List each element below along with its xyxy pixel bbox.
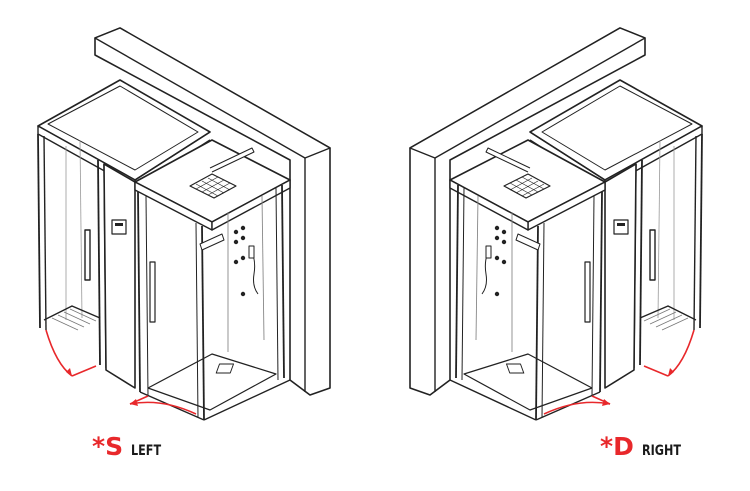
cabin-left-drawing — [37, 27, 331, 421]
cabin-right-drawing — [409, 27, 703, 421]
variant-side-right: RIGHT — [641, 443, 681, 459]
variant-side-left: LEFT — [131, 443, 162, 459]
variant-code-left: *S — [92, 432, 124, 461]
variant-label-right: *D RIGHT — [600, 432, 691, 464]
variant-label-left: *S LEFT — [92, 432, 169, 464]
variant-code-right: *D — [600, 432, 634, 461]
